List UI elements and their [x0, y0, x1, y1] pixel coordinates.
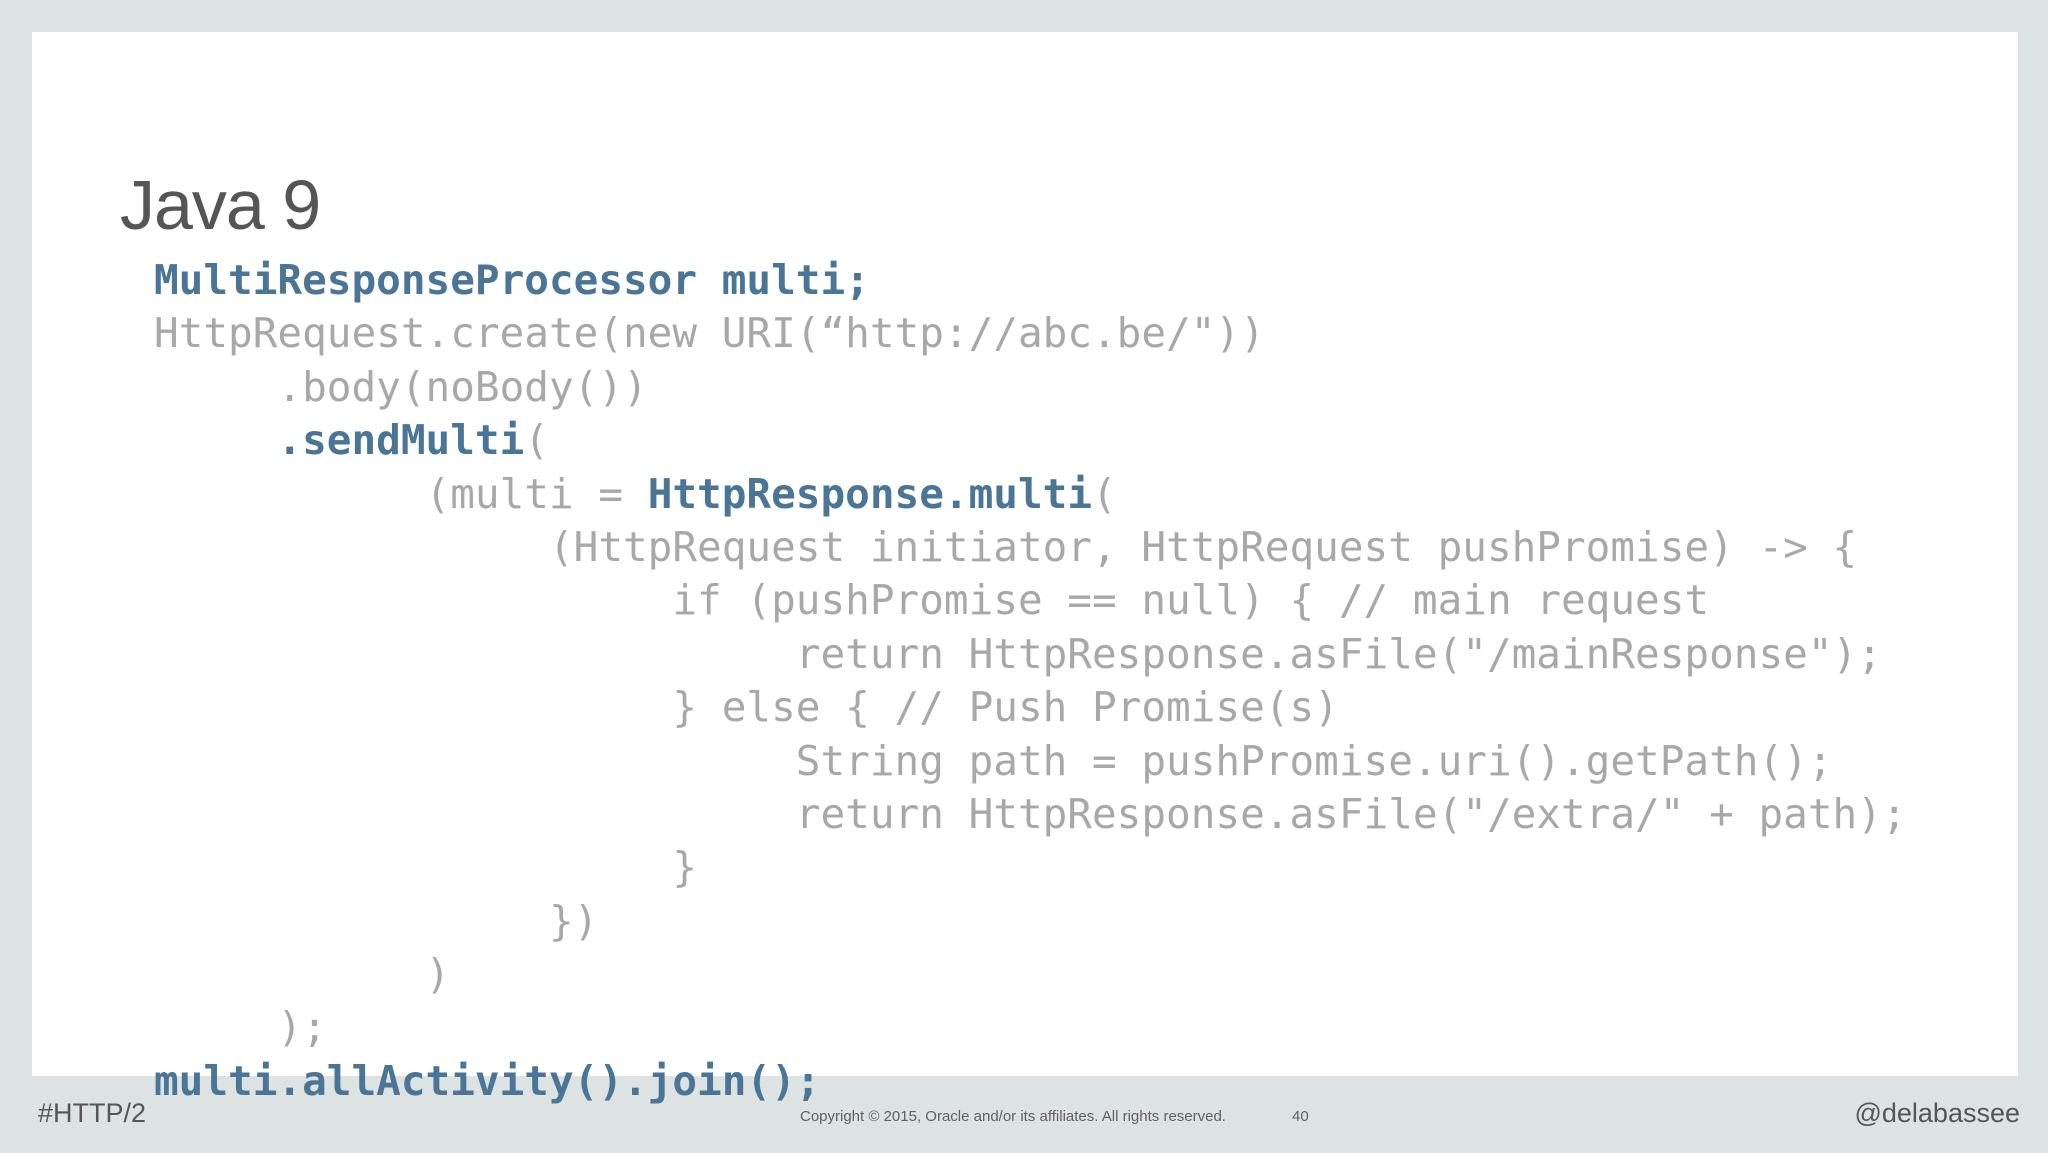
code-line: (multi = HttpResponse.multi( [154, 468, 1907, 521]
code-token-highlighted: multi.allActivity().join(); [154, 1056, 821, 1105]
code-line: } [154, 841, 1907, 894]
code-token-highlighted: HttpResponse.multi [647, 469, 1093, 518]
code-token: } else { // Push Promise(s) [154, 683, 1339, 732]
code-token: ( [1092, 469, 1117, 518]
slide-title: Java 9 [120, 166, 321, 244]
code-token: HttpRequest.create(new URI(“http://abc.b… [154, 309, 1265, 358]
code-line: multi.allActivity().join(); [154, 1055, 1907, 1108]
footer-handle: @delabassee [1854, 1098, 2020, 1128]
code-line: String path = pushPromise.uri().getPath(… [154, 735, 1907, 788]
code-line: } else { // Push Promise(s) [154, 681, 1907, 734]
code-token: return HttpResponse.asFile("/extra/" + p… [154, 789, 1907, 838]
footer-hashtag: #HTTP/2 [38, 1098, 147, 1128]
code-block: MultiResponseProcessor multi; HttpRequest… [154, 254, 1907, 1108]
code-line: MultiResponseProcessor multi; [154, 254, 1907, 307]
code-token: }) [154, 896, 599, 945]
slide: Java 9 MultiResponseProcessor multi; Http… [32, 32, 2018, 1105]
code-token: ) [154, 950, 451, 999]
code-line: (HttpRequest initiator, HttpRequest push… [154, 521, 1907, 574]
code-token: (HttpRequest initiator, HttpRequest push… [154, 522, 1858, 571]
code-token-highlighted: .sendMulti [277, 416, 525, 465]
code-token: ( [524, 416, 549, 465]
code-line: return HttpResponse.asFile("/mainRespons… [154, 628, 1907, 681]
code-line: .sendMulti( [154, 414, 1907, 467]
footer-copyright: Copyright © 2015, Oracle and/or its affi… [800, 1108, 1226, 1125]
code-line: HttpRequest.create(new URI(“http://abc.b… [154, 307, 1907, 360]
code-line: .body(noBody()) [154, 361, 1907, 414]
code-line: if (pushPromise == null) { // main reque… [154, 574, 1907, 627]
code-token: String path = pushPromise.uri().getPath(… [154, 736, 1833, 785]
code-token: ); [154, 1003, 327, 1052]
code-token [154, 416, 277, 464]
code-line: ); [154, 1001, 1907, 1054]
code-line: return HttpResponse.asFile("/extra/" + p… [154, 788, 1907, 841]
code-token: .body(noBody()) [154, 362, 648, 411]
code-line: ) [154, 948, 1907, 1001]
code-token-highlighted: MultiResponseProcessor multi; [154, 256, 870, 304]
code-token: return HttpResponse.asFile("/mainRespons… [154, 629, 1882, 678]
code-token: } [154, 843, 698, 892]
code-token: (multi = [154, 469, 648, 518]
code-token: if (pushPromise == null) { // main reque… [154, 576, 1710, 625]
code-line: }) [154, 895, 1907, 948]
page-number: 40 [1292, 1108, 1309, 1125]
